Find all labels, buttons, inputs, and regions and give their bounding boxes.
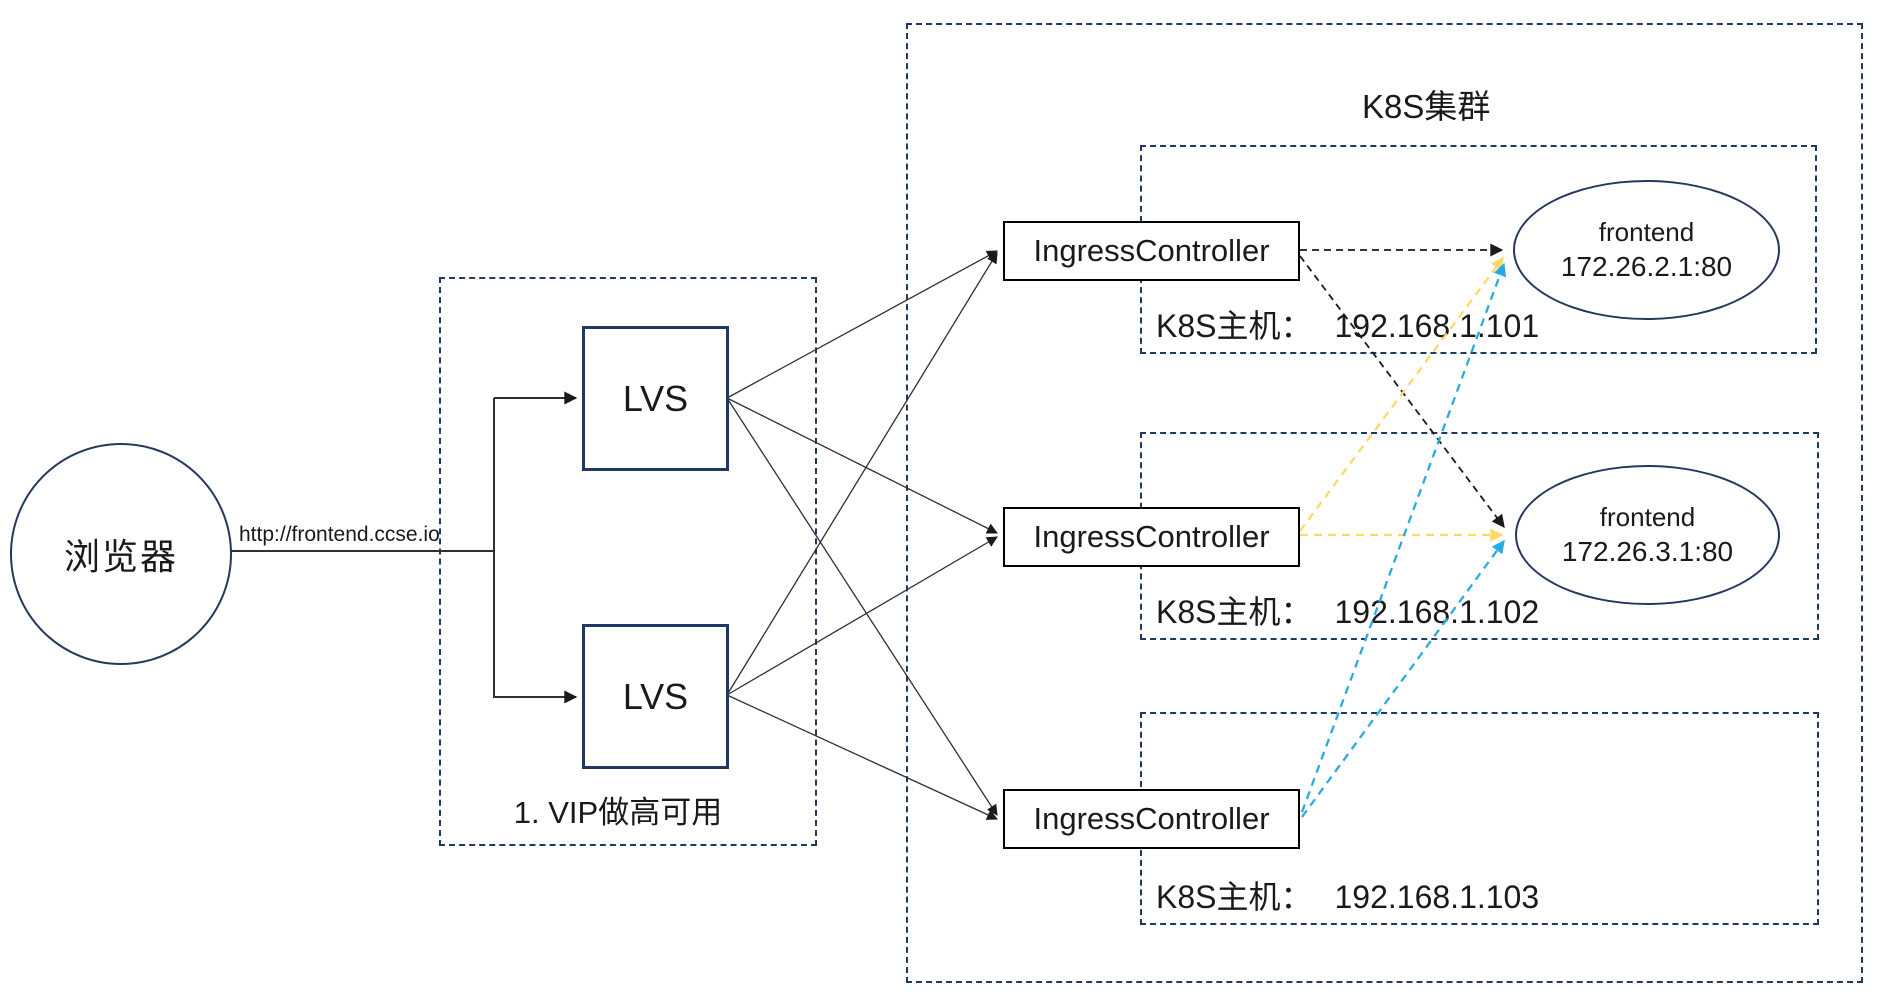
k8s-cluster-title: K8S集群: [1362, 88, 1491, 125]
k8s-host-label-1: K8S主机： 192.168.1.101: [1156, 301, 1539, 347]
lvs-label: LVS: [622, 675, 689, 717]
ingress-controller-label: IngressController: [1033, 801, 1270, 836]
frontend-name: frontend: [1598, 217, 1695, 248]
lvs-node-2: LVS: [582, 624, 729, 769]
ingress-controller-label: IngressController: [1033, 519, 1270, 554]
browser-label: 浏览器: [63, 536, 178, 577]
lvs-node-1: LVS: [582, 326, 729, 471]
k8s-host-label-2: K8S主机： 192.168.1.102: [1156, 587, 1539, 633]
frontend-name: frontend: [1599, 502, 1696, 533]
ingress-controller-1: IngressController: [1003, 221, 1300, 281]
browser-node: 浏览器: [10, 443, 232, 665]
host-ip: 192.168.1.102: [1334, 594, 1540, 630]
host-ip: 192.168.1.103: [1334, 879, 1540, 915]
ingress-controller-2: IngressController: [1003, 507, 1300, 567]
frontend-pod-2: frontend 172.26.3.1:80: [1515, 465, 1780, 605]
host-ip: 192.168.1.101: [1334, 308, 1540, 344]
lvs-label: LVS: [622, 377, 689, 419]
host-prefix: K8S主机：: [1156, 594, 1313, 630]
ingress-controller-3: IngressController: [1003, 789, 1300, 849]
ingress-controller-label: IngressController: [1033, 233, 1270, 268]
host-prefix: K8S主机：: [1156, 879, 1313, 915]
vip-group-label: 1. VIP做高可用: [513, 795, 723, 830]
k8s-host-label-3: K8S主机： 192.168.1.103: [1156, 872, 1539, 918]
frontend-address: 172.26.2.1:80: [1560, 250, 1733, 282]
frontend-pod-1: frontend 172.26.2.1:80: [1513, 180, 1780, 320]
frontend-address: 172.26.3.1:80: [1561, 535, 1734, 567]
host-prefix: K8S主机：: [1156, 308, 1313, 344]
url-label: http://frontend.ccse.io: [239, 523, 440, 546]
